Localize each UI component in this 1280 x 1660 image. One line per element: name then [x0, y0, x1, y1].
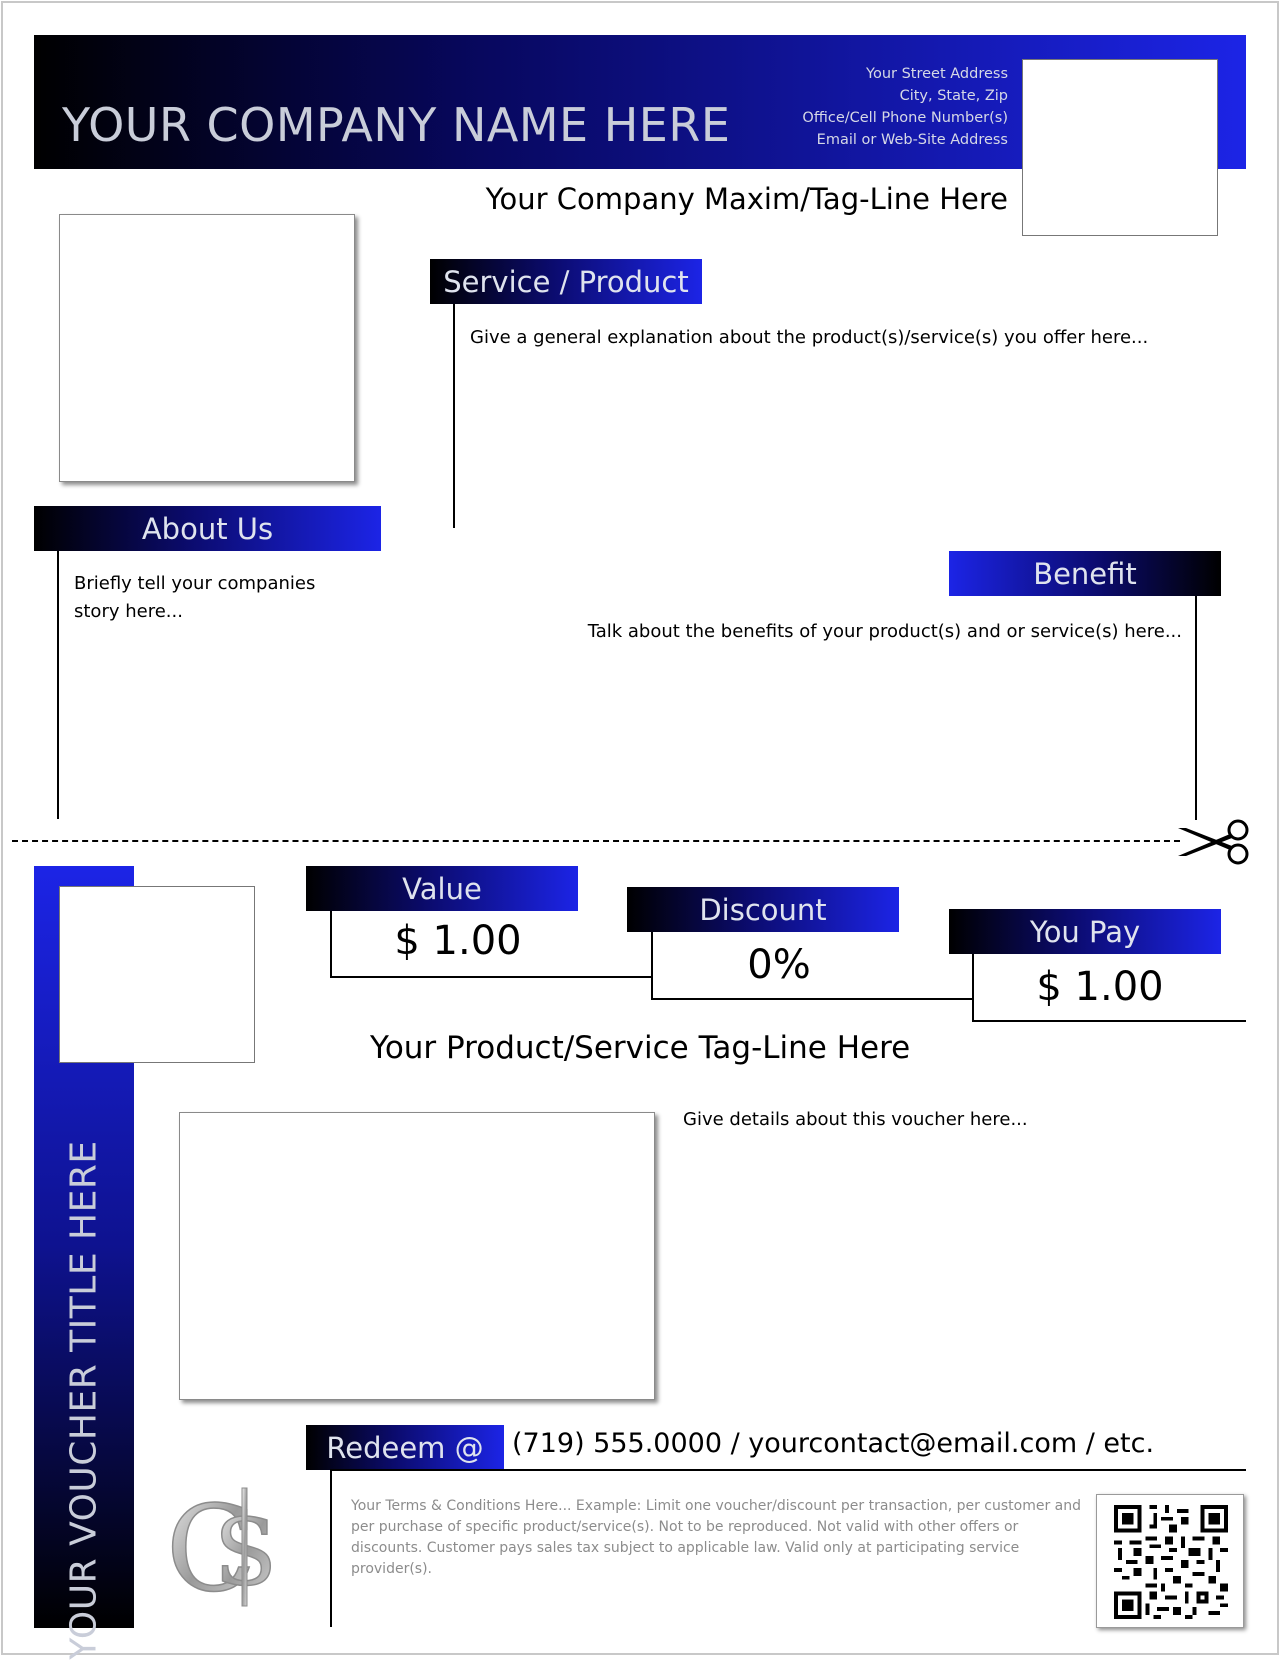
value-amount: $ 1.00 — [394, 918, 522, 964]
voucher-logo-placeholder — [59, 886, 255, 1063]
you-pay-heading: You Pay — [949, 909, 1221, 954]
company-name: YOUR COMPANY NAME HERE — [62, 98, 731, 152]
discount-rule-v — [651, 932, 653, 1000]
redeem-rule-v — [330, 1469, 332, 1627]
address-street: Your Street Address — [866, 66, 1008, 82]
product-tagline: Your Product/Service Tag-Line Here — [370, 1030, 911, 1066]
header-logo-placeholder — [1022, 59, 1218, 236]
service-heading: Service / Product — [430, 259, 702, 304]
about-heading: About Us — [34, 506, 381, 551]
address-city: City, State, Zip — [899, 88, 1008, 104]
service-rule — [453, 304, 455, 528]
voucher-photo-placeholder — [179, 1112, 655, 1400]
redeem-contact: (719) 555.0000 / yourcontact@email.com /… — [512, 1428, 1155, 1459]
company-tagline: Your Company Maxim/Tag-Line Here — [485, 182, 1008, 216]
you-pay-amount: $ 1.00 — [1036, 964, 1164, 1010]
value-rule-h — [330, 976, 652, 978]
discount-heading: Discount — [627, 887, 899, 932]
discount-amount: 0% — [747, 942, 811, 988]
redeem-rule-h — [330, 1469, 1246, 1471]
voucher-title: YOUR VOUCHER TITLE HERE — [63, 1140, 105, 1660]
address-email: Email or Web-Site Address — [816, 132, 1008, 148]
voucher-details-text: Give details about this voucher here... — [683, 1109, 1028, 1130]
value-heading: Value — [306, 866, 578, 911]
discount-rule-h — [651, 998, 973, 1000]
service-text: Give a general explanation about the pro… — [470, 327, 1149, 348]
cut-line — [12, 840, 1180, 842]
benefit-text: Talk about the benefits of your product(… — [587, 621, 1182, 642]
about-text: Briefly tell your companies story here..… — [74, 573, 316, 622]
terms-text: Your Terms & Conditions Here... Example:… — [351, 1498, 1082, 1577]
cs-monogram-logo: C S — [166, 1482, 278, 1612]
address-phone: Office/Cell Phone Number(s) — [802, 110, 1008, 126]
you-pay-rule-v — [972, 954, 974, 1022]
redeem-heading: Redeem @ — [306, 1425, 504, 1470]
benefit-rule — [1195, 596, 1197, 820]
about-photo-placeholder — [59, 214, 355, 482]
about-rule — [57, 551, 59, 819]
you-pay-rule-h — [972, 1020, 1246, 1022]
qr-code-icon — [1114, 1505, 1228, 1619]
scissors-icon — [1178, 819, 1249, 865]
qr-code-frame — [1096, 1494, 1244, 1628]
benefit-heading: Benefit — [949, 551, 1221, 596]
value-rule-v — [330, 911, 332, 978]
